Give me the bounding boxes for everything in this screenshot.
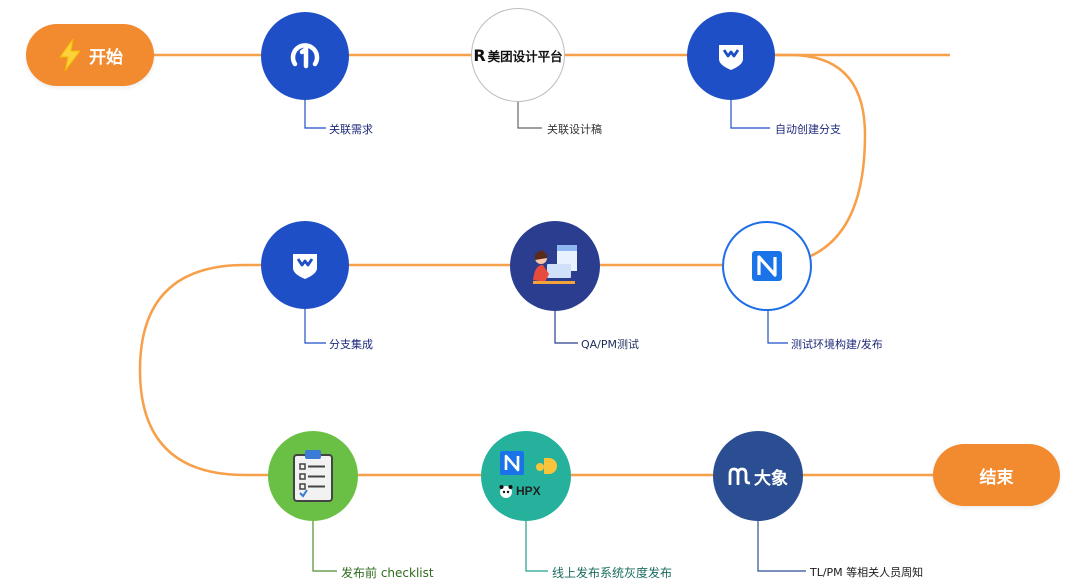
logo-text: 美团设计平台 xyxy=(487,48,563,64)
daxiang-logo-text: 大象 xyxy=(754,468,788,489)
n-logo-icon xyxy=(752,251,782,281)
step-4-node xyxy=(722,221,812,311)
step-9-label: TL/PM 等相关人员周知 xyxy=(810,566,924,579)
step-3-label: 自动创建分支 xyxy=(775,123,841,136)
shield-icon xyxy=(293,254,317,279)
leader-step-4 xyxy=(767,308,788,344)
leader-step-2 xyxy=(517,102,542,129)
number-one-icon xyxy=(290,43,320,69)
step-7-label: 发布前 checklist xyxy=(341,566,434,580)
connector-left-curve xyxy=(138,263,310,477)
start-label: 开始 xyxy=(89,47,123,68)
step-8-label: 线上发布系统灰度发布 xyxy=(552,566,673,580)
step-4-label: 测试环境构建/发布 xyxy=(791,338,883,351)
step-8-node: HPX xyxy=(481,431,571,521)
step-2-label: 关联设计稿 xyxy=(547,123,602,136)
leader-step-3 xyxy=(730,98,770,129)
lightning-icon xyxy=(59,38,81,72)
meituan-design-logo: R 美团设计平台 xyxy=(473,46,562,65)
leader-step-7 xyxy=(312,518,337,572)
logo-mark: R xyxy=(473,45,486,65)
person-at-computer-icon xyxy=(533,245,577,284)
step-7-node xyxy=(268,431,358,521)
clipboard-checklist-icon xyxy=(293,450,333,502)
step-1-node xyxy=(261,12,349,100)
leader-step-6 xyxy=(304,308,326,344)
step-1-label: 关联需求 xyxy=(329,123,373,136)
elephant-m-icon xyxy=(728,467,750,485)
step-5-label: QA/PM测试 xyxy=(581,338,640,351)
panda-icon xyxy=(499,485,513,498)
connector-right-curve xyxy=(730,53,867,267)
step-6-node xyxy=(261,221,349,309)
n-logo-icon xyxy=(500,451,524,475)
step-3-node xyxy=(687,12,775,100)
end-pill: 结束 xyxy=(933,444,1060,506)
step-9-node: 大象 xyxy=(713,431,803,521)
step-6-label: 分支集成 xyxy=(329,338,373,351)
leader-step-9 xyxy=(757,518,806,572)
yellow-mark-icon xyxy=(536,458,557,474)
leader-step-1 xyxy=(304,98,326,129)
leader-step-5 xyxy=(554,308,578,344)
step-2-node: R 美团设计平台 xyxy=(471,8,565,102)
end-label: 结束 xyxy=(979,467,1014,488)
start-pill: 开始 xyxy=(26,24,154,86)
hpx-logo-text: HPX xyxy=(516,484,541,498)
release-tools-logos: HPX xyxy=(493,448,559,504)
step-5-node xyxy=(510,221,600,311)
daxiang-logo: 大象 xyxy=(728,464,788,489)
shield-icon xyxy=(719,45,743,70)
leader-step-8 xyxy=(525,518,548,572)
